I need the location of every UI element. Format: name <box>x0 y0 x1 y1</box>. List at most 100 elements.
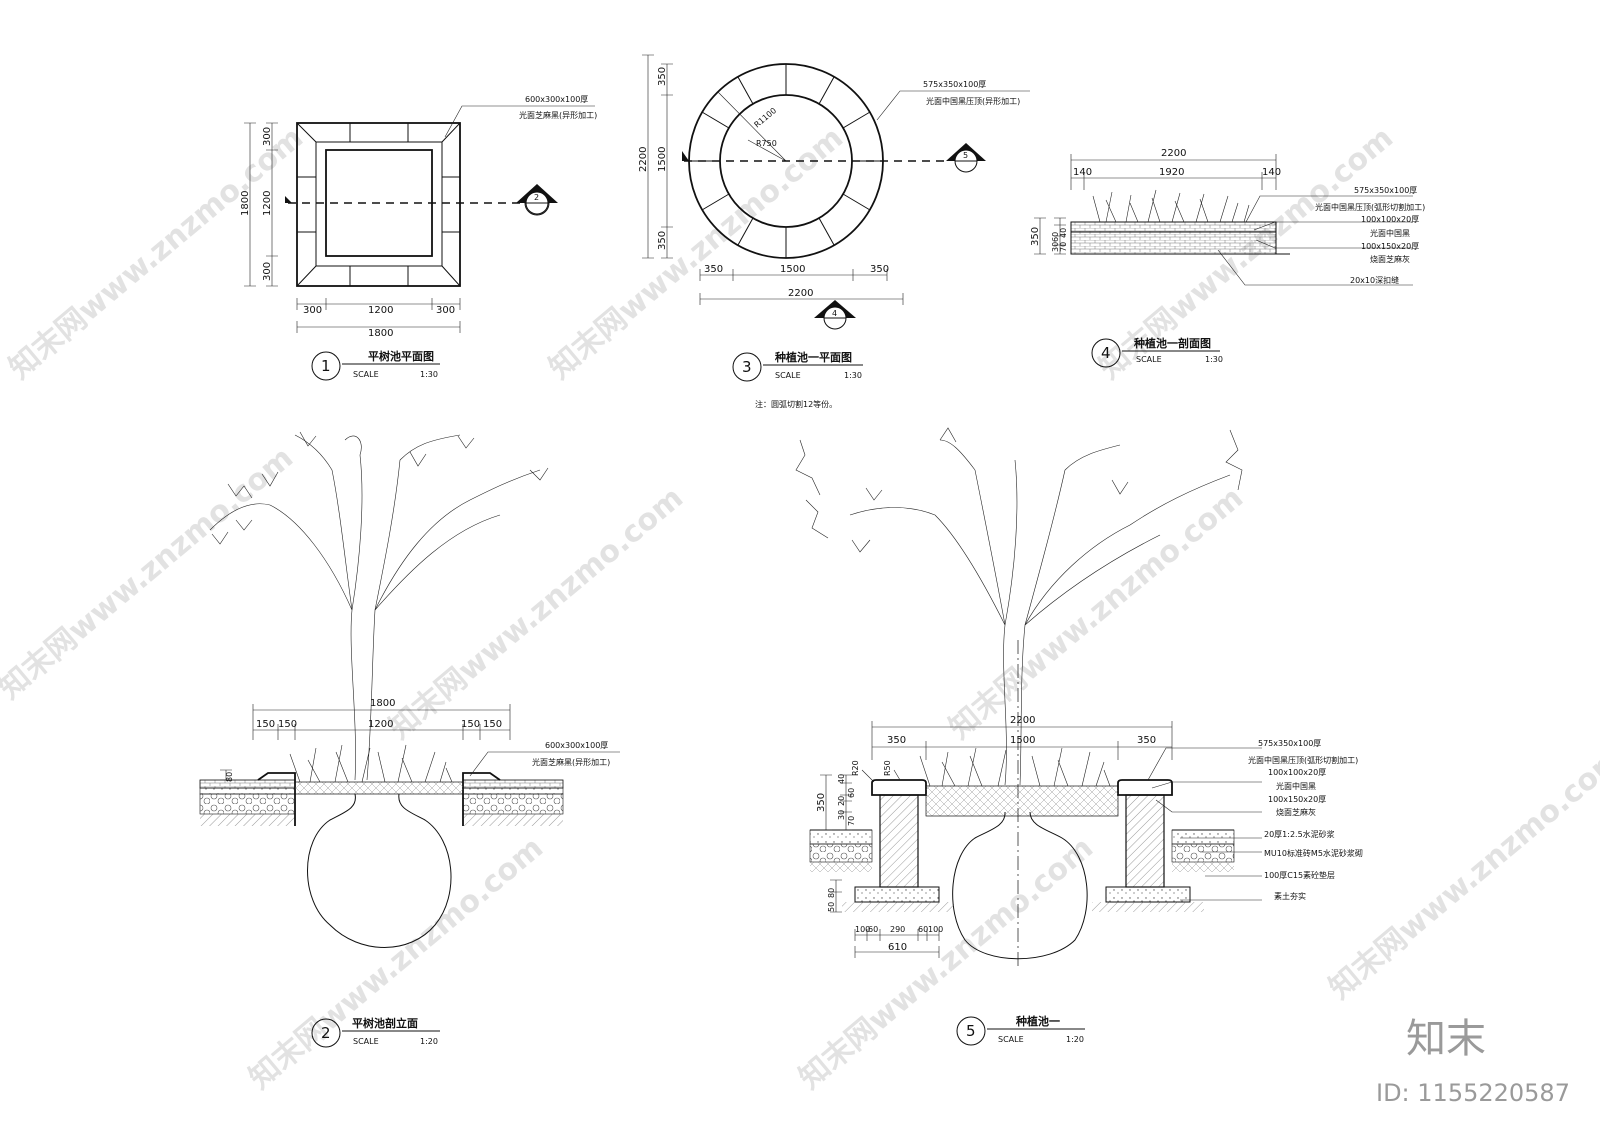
fig5-label-10: 素土夯实 <box>1274 891 1306 901</box>
fig4-scale-label: SCALE <box>1136 355 1162 364</box>
fig3-dim-left-1: 350 <box>657 67 668 86</box>
fig3-callout-line2: 光面中国黑压顶(异形加工) <box>926 96 1020 106</box>
fig1-scale-label: SCALE <box>353 370 379 379</box>
fig5-dim-bottom-total: 610 <box>888 942 907 953</box>
fig1-callout-line1: 600x300x100厚 <box>525 95 588 104</box>
fig2-callout-line1: 600x300x100厚 <box>545 741 608 750</box>
fig3-radius-inner: R750 <box>756 139 777 148</box>
fig3-elev-marker-label: 4 <box>832 309 837 318</box>
fig5-dim-left-5: 70 <box>847 816 856 826</box>
fig5-dim-bottom-5: 100 <box>928 925 943 934</box>
fig5-label-9: 100厚C15素砼垫层 <box>1264 870 1335 880</box>
fig5-label-4: 光面中国黑 <box>1276 781 1316 791</box>
fig4-dim-left-2: 60 <box>1051 232 1060 242</box>
fig1-dim-left-total: 1800 <box>240 191 251 216</box>
fig2-scale-label: SCALE <box>353 1037 379 1046</box>
fig3-dim-bottom-2: 1500 <box>780 264 805 275</box>
fig5-scale-value: 1:20 <box>1066 1035 1084 1044</box>
fig5-label-1: 575x350x100厚 <box>1258 739 1321 748</box>
fig5-dim-bottom-4: 60 <box>918 925 928 934</box>
fig5-dim-left-lower-1: 50 <box>827 902 836 912</box>
fig5-dim-top-3: 350 <box>1137 735 1156 746</box>
fig5-dim-left-2: 60 <box>847 788 856 798</box>
fig4-label-3: 100x100x20厚 <box>1361 215 1419 224</box>
fig4-label-6: 烧面芝麻灰 <box>1370 254 1410 264</box>
fig3-dim-bottom-total: 2200 <box>788 288 813 299</box>
fig5-dim-bottom-1: 100 <box>855 925 870 934</box>
fig3-dim-bottom-1: 350 <box>704 264 723 275</box>
fig2-dim-top-4: 150 <box>461 719 480 730</box>
fig5-label-6: 烧面芝麻灰 <box>1276 807 1316 817</box>
fig2-dim-left: 80 <box>225 772 234 782</box>
fig2-square-pit-section: 1800 150 150 1200 150 150 80 600x300x100… <box>199 431 620 1048</box>
fig2-title: 平树池剖立面 <box>352 1016 418 1030</box>
fig5-scale-label: SCALE <box>998 1035 1024 1044</box>
fig2-tree <box>209 431 549 781</box>
fig5-dim-left-1: 40 <box>837 774 846 784</box>
fig3-number: 3 <box>742 358 752 376</box>
fig1-dim-bottom-1: 300 <box>303 305 322 316</box>
fig4-label-7: 20x10深扣缝 <box>1350 275 1399 285</box>
fig2-dim-top-2: 150 <box>278 719 297 730</box>
fig1-callout-line2: 光面芝麻黑(异形加工) <box>519 110 597 120</box>
fig5-dim-bottom-2: 60 <box>868 925 878 934</box>
fig4-dim-left-3: 40 <box>1059 228 1068 238</box>
fig1-dim-bottom-3: 300 <box>436 305 455 316</box>
fig5-dim-top-2: 1500 <box>1010 735 1035 746</box>
fig4-dim-top-3: 140 <box>1262 167 1281 178</box>
fig5-label-7: 20厚1:2.5水泥砂浆 <box>1264 829 1335 839</box>
fig5-label-8: MU10标准砖M5水泥砂浆砌 <box>1264 848 1363 858</box>
fig4-dim-left-1: 30 <box>1051 242 1060 252</box>
fig2-dim-top-1: 150 <box>256 719 275 730</box>
watermark-text: 知末网www.znzmo.com <box>243 830 550 1096</box>
fig4-dim-top-2: 1920 <box>1159 167 1184 178</box>
fig4-planter-section: 2200 140 1920 140 30 60 40 70 350 575x35… <box>1030 148 1425 368</box>
fig4-dim-left-total: 350 <box>1030 227 1041 246</box>
fig3-dim-left-3: 350 <box>657 231 668 250</box>
fig1-dim-bottom-2: 1200 <box>368 305 393 316</box>
fig2-dim-top-5: 150 <box>483 719 502 730</box>
fig3-round-planter-plan: R1100 R750 5 575x350x100厚 光面中国黑压顶(异形加工) … <box>638 54 1030 409</box>
fig5-title: 种植池一 <box>1015 1014 1060 1028</box>
fig4-grass <box>1092 189 1250 223</box>
watermark-text: 知末网www.znzmo.com <box>1323 740 1600 1006</box>
fig5-dim-left-4: 30 <box>837 810 846 820</box>
fig4-label-5: 100x150x20厚 <box>1361 242 1419 251</box>
fig4-dim-left-4: 70 <box>1059 242 1068 252</box>
fig3-title: 种植池一平面图 <box>774 350 852 364</box>
fig4-scale-value: 1:30 <box>1205 355 1223 364</box>
fig1-scale-value: 1:30 <box>420 370 438 379</box>
fig5-label-5: 100x150x20厚 <box>1268 795 1326 804</box>
watermark-text: 知末网www.znzmo.com <box>943 480 1250 746</box>
watermark-text: 知末网www.znzmo.com <box>0 440 300 706</box>
fig5-label-3: 100x100x20厚 <box>1268 768 1326 777</box>
fig5-planter-section-detail: 2200 350 1500 350 R20 R50 40 60 20 30 70… <box>795 427 1363 1046</box>
fig5-radius-b: R50 <box>883 760 892 776</box>
fig2-number: 2 <box>321 1024 331 1042</box>
fig3-dim-bottom-3: 350 <box>870 264 889 275</box>
fig2-scale-value: 1:20 <box>420 1037 438 1046</box>
fig5-dim-left-lower-2: 80 <box>827 888 836 898</box>
watermark-text: 知末网www.znzmo.com <box>383 480 690 746</box>
fig5-label-2: 光面中国黑压顶(弧形切割加工) <box>1248 755 1358 765</box>
id-label: ID: 1155220587 <box>1376 1079 1570 1107</box>
watermark-text: 知末网www.znzmo.com <box>3 120 310 386</box>
fig1-dim-bottom-total: 1800 <box>368 328 393 339</box>
fig4-label-4: 光面中国黑 <box>1370 228 1410 238</box>
fig2-callout-line2: 光面芝麻黑(异形加工) <box>532 757 610 767</box>
fig2-dim-top-total: 1800 <box>370 698 395 709</box>
fig3-note: 注：圆弧切割12等份。 <box>755 399 837 409</box>
fig3-scale-value: 1:30 <box>844 371 862 380</box>
fig4-title: 种植池一剖面图 <box>1133 336 1211 350</box>
fig5-number: 5 <box>966 1022 976 1040</box>
fig3-callout-line1: 575x350x100厚 <box>923 80 986 89</box>
fig1-dim-left-3: 300 <box>262 262 273 281</box>
fig4-label-2: 光面中国黑压顶(弧形切割加工) <box>1315 202 1425 212</box>
fig2-dim-top-3: 1200 <box>368 719 393 730</box>
fig3-section-marker-label: 5 <box>963 151 968 160</box>
fig5-dim-top-1: 350 <box>887 735 906 746</box>
fig1-square-pit-plan: 2 600x300x100厚 光面芝麻黑(异形加工) 300 1200 300 … <box>240 95 597 381</box>
fig1-section-marker-label: 2 <box>534 193 539 202</box>
fig4-dim-top-1: 140 <box>1073 167 1092 178</box>
